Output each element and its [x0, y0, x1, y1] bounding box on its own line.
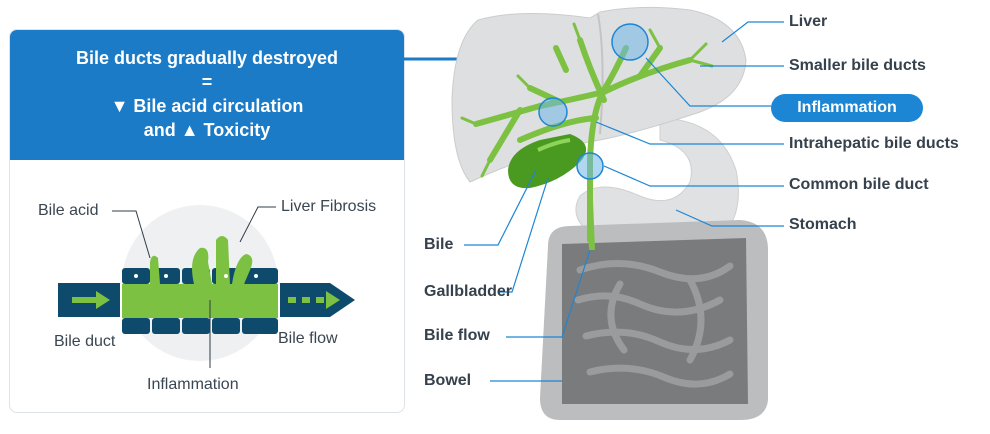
label-liver: Liver — [789, 13, 827, 31]
inset-label-liver-fibrosis: Liver Fibrosis — [281, 198, 376, 216]
label-smaller-bile-ducts: Smaller bile ducts — [789, 57, 926, 75]
label-bowel: Bowel — [424, 372, 471, 390]
common-bile-duct — [590, 200, 592, 250]
duct-wall-bottom — [122, 318, 278, 334]
inset-label-bile-duct: Bile duct — [54, 333, 115, 351]
label-intrahepatic-bile-ducts: Intrahepatic bile ducts — [789, 135, 959, 153]
label-bile: Bile — [424, 236, 453, 254]
label-stomach: Stomach — [789, 216, 857, 234]
inset-label-bile-acid: Bile acid — [38, 202, 98, 220]
label-bile-flow: Bile flow — [424, 327, 490, 345]
inset-label-inflammation: Inflammation — [147, 376, 239, 394]
label-inflammation-pill: Inflammation — [771, 94, 923, 122]
label-gallbladder: Gallbladder — [424, 283, 512, 301]
inset-label-bile-flow: Bile flow — [278, 330, 338, 348]
label-common-bile-duct: Common bile duct — [789, 176, 929, 194]
